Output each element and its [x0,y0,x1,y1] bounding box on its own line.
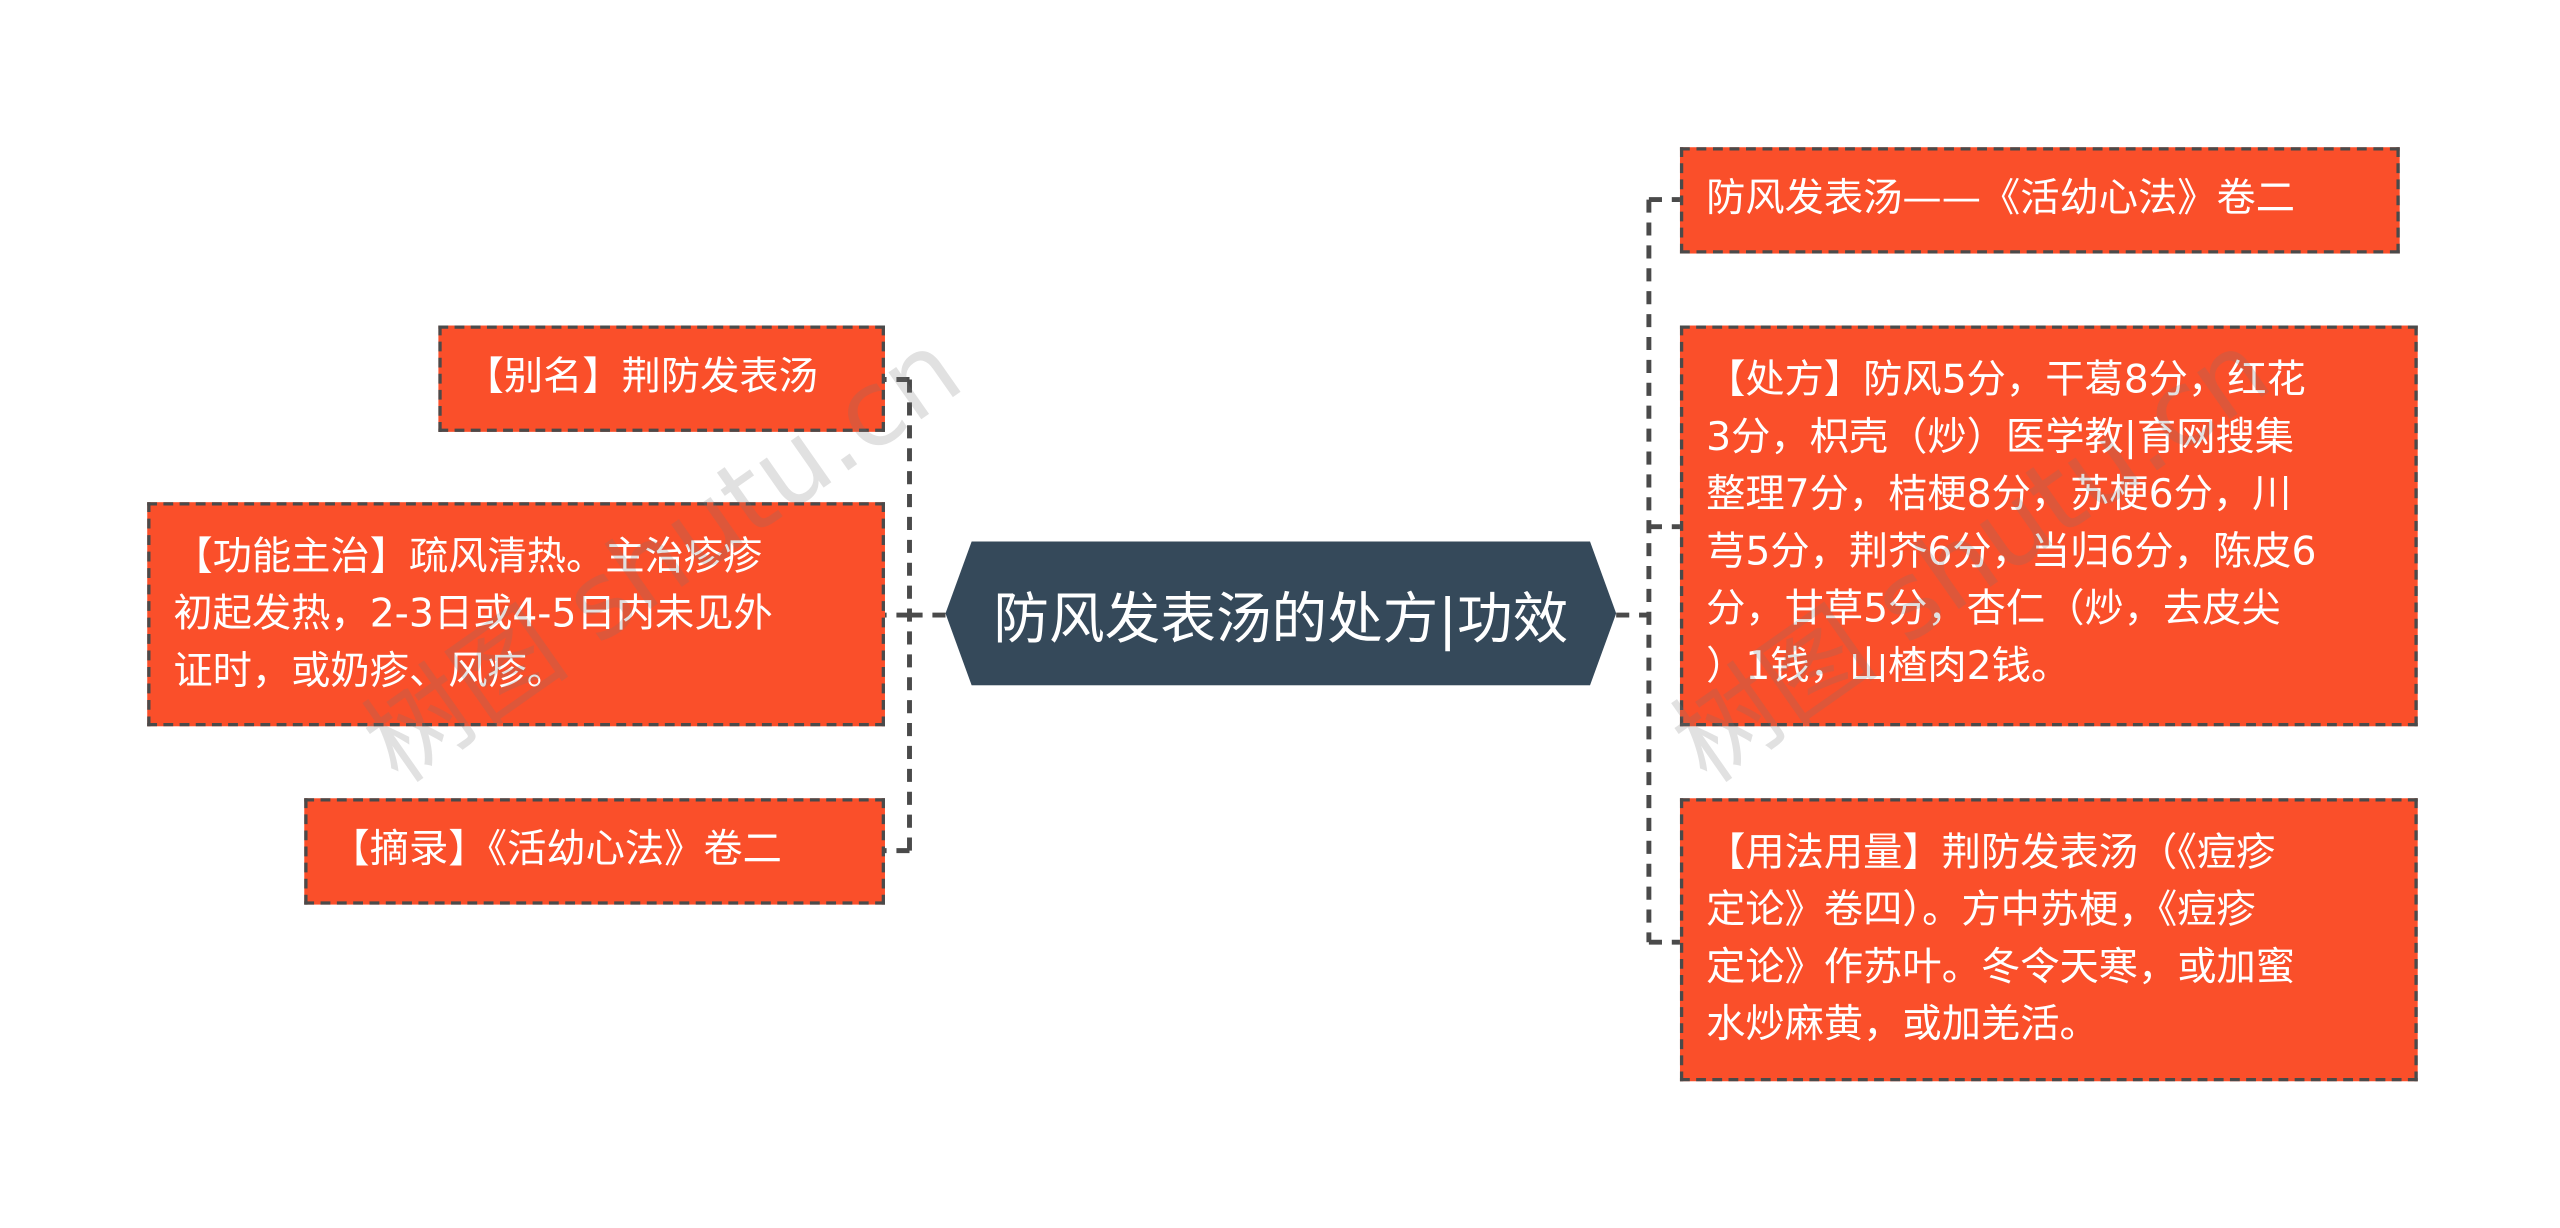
left-node-excerpt[interactable]: 【摘录】《活幼心法》卷二 [304,798,885,905]
left-node-function[interactable]: 【功能主治】疏风清热。主治疹疹 初起发热，2-3日或4-5日内未见外 证时，或奶… [147,502,885,727]
right-node-usage[interactable]: 【用法用量】荆防发表汤（《痘疹 定论》卷四）。方中苏梗，《痘疹 定论》作苏叶。冬… [1679,798,2418,1082]
node-text-line: 【处方】防风5分，干葛8分，红花 [1706,356,2306,403]
node-text-line: ）1钱，山楂肉2钱。 [1706,642,2071,689]
node-text-line: 防风发表汤——《活幼心法》卷二 [1706,175,2296,221]
node-text-line: 定论》作苏叶。冬令天寒，或加蜜 [1706,943,2296,990]
central-hexagon-shape [945,541,1617,686]
right-node-source[interactable]: 防风发表汤——《活幼心法》卷二 [1679,147,2400,254]
node-text-line: 【用法用量】荆防发表汤（《痘疹 [1706,829,2276,876]
node-text-line: 3分，枳壳（炒）医学教|育网搜集 [1706,413,2294,460]
node-text-line: 【摘录】《活幼心法》卷二 [330,826,782,872]
central-topic[interactable]: 防风发表汤的处方|功效 [945,541,1617,686]
node-text-line: 定论》卷四）。方中苏梗，《痘疹 [1706,886,2256,933]
right-node-prescription[interactable]: 【处方】防风5分，干葛8分，红花 3分，枳壳（炒）医学教|育网搜集 整理7分，桔… [1679,325,2418,727]
left-node-alias[interactable]: 【别名】荆防发表汤 [438,325,885,432]
node-text-line: 【别名】荆防发表汤 [464,353,818,400]
node-text-line: 初起发热，2-3日或4-5日内未见外 [173,590,773,637]
node-text-line: 分，甘草5分，杏仁（炒，去皮尖 [1706,585,2281,632]
node-text-line: 证时，或奶疹、风疹。 [173,647,566,694]
node-text-line: 水炒麻黄，或加羌活。 [1706,1001,2099,1047]
node-text-line: 芎5分，荆芥6分，当归6分，陈皮6 [1706,528,2317,575]
node-text-line: 整理7分，桔梗8分，苏梗6分，川 [1706,471,2292,517]
central-topic-title: 防风发表汤的处方|功效 [993,586,1569,652]
node-text-line: 【功能主治】疏风清热。主治疹疹 [173,533,763,580]
